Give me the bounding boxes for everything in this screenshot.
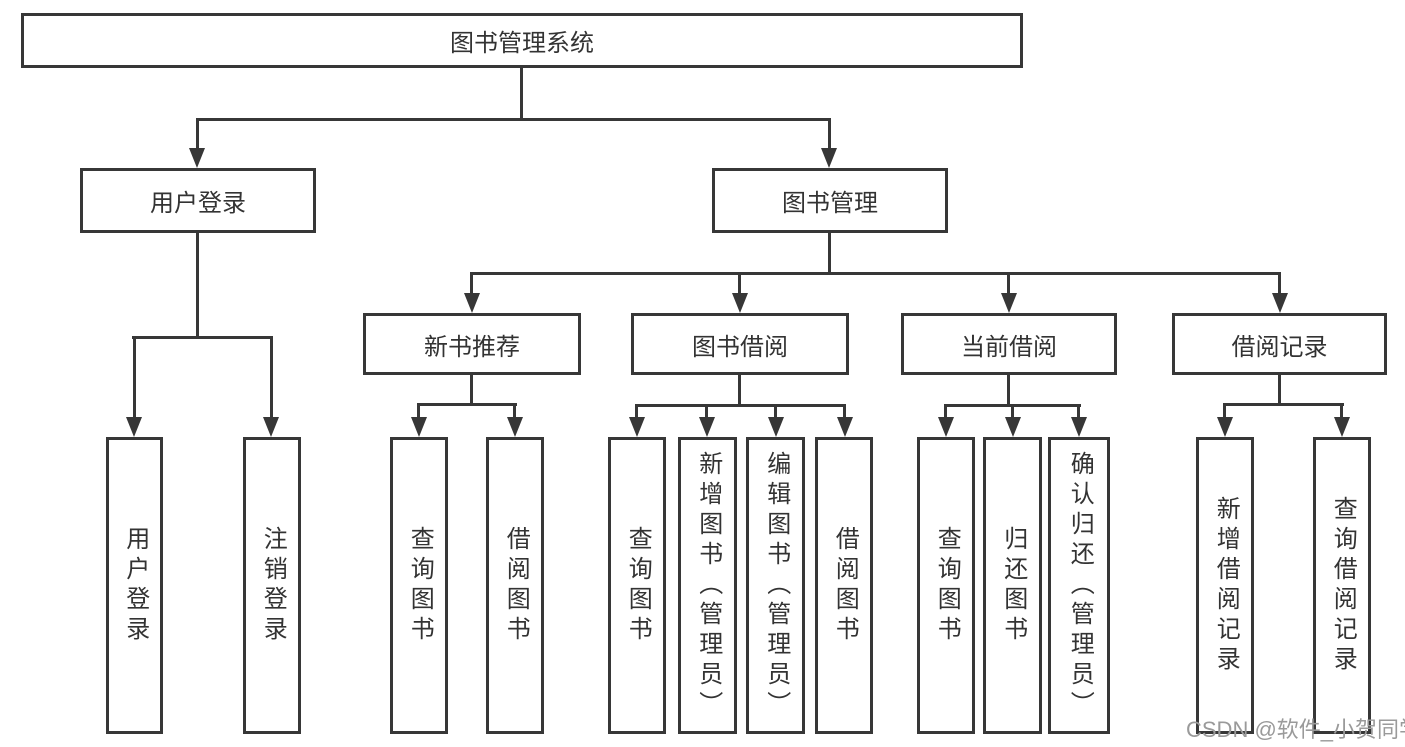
- arrowhead-return-books: [1005, 417, 1021, 437]
- connector-new-books-stem: [470, 375, 473, 403]
- leaf-logout-label: 注销登录: [259, 525, 287, 646]
- leaf-user-login: 用户登录: [106, 437, 163, 734]
- arrowhead-borrow-records: [1272, 293, 1288, 313]
- connector-user-login-bus: [132, 336, 273, 339]
- leaf-query-books-2: 查询图书: [608, 437, 666, 734]
- csdn-watermark: CSDN @软件_小贺同学: [1186, 717, 1405, 742]
- arrowhead-borrow-books-1: [507, 417, 523, 437]
- connector-drop-add-books: [705, 404, 708, 419]
- leaf-add-books-admin-label: 新增图书（管理员）: [694, 450, 722, 721]
- connector-drop-query-books-1: [417, 403, 420, 419]
- node-root-label: 图书管理系统: [450, 30, 594, 57]
- connector-new-books-bus: [417, 403, 517, 406]
- connector-book-borrow-bus: [635, 404, 846, 407]
- leaf-confirm-return-admin-label: 确认归还（管理员）: [1066, 450, 1094, 721]
- leaf-query-borrow-record-label: 查询借阅记录: [1329, 495, 1357, 676]
- arrowhead-book-borrow: [732, 293, 748, 313]
- leaf-logout: 注销登录: [243, 437, 301, 734]
- arrowhead-query-borrow-record: [1334, 417, 1350, 437]
- node-book-management-label: 图书管理: [782, 190, 878, 217]
- connector-drop-edit-books: [774, 404, 777, 419]
- arrowhead-confirm-return: [1071, 417, 1087, 437]
- arrowhead-leaf-user-login: [126, 417, 142, 437]
- leaf-return-books: 归还图书: [983, 437, 1042, 734]
- node-user-login-group: 用户登录: [80, 168, 316, 233]
- connector-drop-query-borrow-record: [1340, 403, 1343, 419]
- connector-drop-return-books: [1011, 404, 1014, 419]
- leaf-query-books-3: 查询图书: [917, 437, 975, 734]
- leaf-return-books-label: 归还图书: [999, 525, 1027, 646]
- arrowhead-new-books: [464, 293, 480, 313]
- connector-drop-borrow-records: [1278, 272, 1281, 295]
- connector-drop-borrow-books-1: [513, 403, 516, 419]
- arrowhead-user-login: [189, 148, 205, 168]
- leaf-query-borrow-record: 查询借阅记录: [1313, 437, 1371, 734]
- node-root: 图书管理系统: [21, 13, 1023, 68]
- connector-drop-book-borrow: [738, 272, 741, 295]
- connector-borrow-records-stem: [1278, 375, 1281, 403]
- node-book-borrowing: 图书借阅: [631, 313, 849, 375]
- connector-drop-confirm-return: [1077, 404, 1080, 419]
- connector-current-borrow-stem: [1007, 375, 1010, 404]
- connector-drop-add-borrow-record: [1223, 403, 1226, 419]
- leaf-borrow-books-1: 借阅图书: [486, 437, 544, 734]
- connector-borrow-records-bus: [1223, 403, 1344, 406]
- connector-book-borrow-stem: [738, 375, 741, 404]
- arrowhead-query-books-2: [629, 417, 645, 437]
- leaf-edit-books-admin: 编辑图书（管理员）: [746, 437, 805, 734]
- leaf-query-books-2-label: 查询图书: [624, 525, 652, 646]
- arrowhead-current-borrow: [1001, 293, 1017, 313]
- connector-drop-borrow-books-2: [843, 404, 846, 419]
- leaf-add-books-admin: 新增图书（管理员）: [678, 437, 737, 734]
- connector-drop-query-books-3: [944, 404, 947, 419]
- node-user-login-group-label: 用户登录: [150, 190, 246, 217]
- leaf-query-books-1: 查询图书: [390, 437, 448, 734]
- connector-root-stem: [520, 68, 523, 118]
- leaf-query-books-3-label: 查询图书: [933, 525, 961, 646]
- leaf-edit-books-admin-label: 编辑图书（管理员）: [762, 450, 790, 721]
- node-current-borrowing: 当前借阅: [901, 313, 1117, 375]
- node-book-management: 图书管理: [712, 168, 948, 233]
- arrowhead-add-books: [699, 417, 715, 437]
- connector-drop-query-books-2: [635, 404, 638, 419]
- leaf-borrow-books-2-label: 借阅图书: [831, 525, 859, 646]
- connector-user-login-stem: [196, 233, 199, 336]
- connector-drop-book-mgmt: [828, 118, 831, 150]
- node-borrowing-records: 借阅记录: [1172, 313, 1387, 375]
- leaf-add-borrow-record-label: 新增借阅记录: [1212, 495, 1240, 676]
- leaf-confirm-return-admin: 确认归还（管理员）: [1048, 437, 1110, 734]
- connector-drop-new-books: [470, 272, 473, 295]
- connector-drop-current-borrow: [1007, 272, 1010, 295]
- node-borrowing-records-label: 借阅记录: [1231, 333, 1328, 361]
- connector-book-mgmt-bus: [470, 272, 1281, 275]
- arrowhead-query-books-3: [938, 417, 954, 437]
- arrowhead-edit-books: [768, 417, 784, 437]
- connector-drop-user-login: [196, 118, 199, 150]
- leaf-add-borrow-record: 新增借阅记录: [1196, 437, 1254, 734]
- leaf-query-books-1-label: 查询图书: [406, 525, 434, 646]
- leaf-user-login-label: 用户登录: [121, 525, 149, 646]
- arrowhead-add-borrow-record: [1217, 417, 1233, 437]
- connector-root-bus: [196, 118, 831, 121]
- leaf-borrow-books-2: 借阅图书: [815, 437, 873, 734]
- node-current-borrowing-label: 当前借阅: [961, 333, 1057, 361]
- connector-drop-leaf-user-login: [133, 336, 136, 419]
- node-new-book-recommend-label: 新书推荐: [424, 333, 520, 361]
- node-book-borrowing-label: 图书借阅: [692, 333, 788, 361]
- arrowhead-query-books-1: [411, 417, 427, 437]
- arrowhead-leaf-logout: [263, 417, 279, 437]
- arrowhead-borrow-books-2: [837, 417, 853, 437]
- connector-book-mgmt-stem: [828, 233, 831, 272]
- node-new-book-recommend: 新书推荐: [363, 313, 581, 375]
- arrowhead-book-mgmt: [821, 148, 837, 168]
- connector-drop-leaf-logout: [270, 336, 273, 419]
- leaf-borrow-books-1-label: 借阅图书: [502, 525, 530, 646]
